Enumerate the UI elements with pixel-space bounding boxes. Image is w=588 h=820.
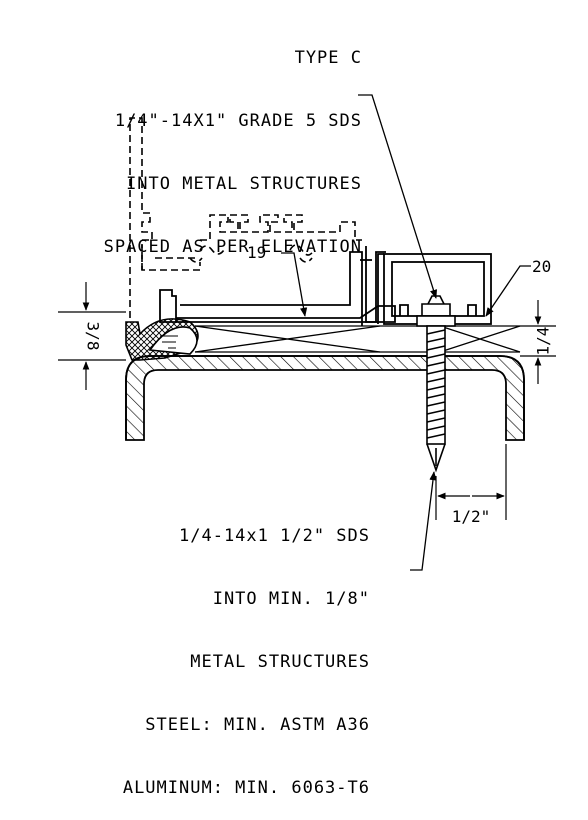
bottom-note-line-1: 1/4-14x1 1/2" SDS (179, 526, 370, 546)
top-note-line-3: INTO METAL STRUCTURES (126, 174, 362, 194)
base-extrusion-19 (159, 246, 396, 326)
top-note-line-4: SPACED AS PER ELEVATION (103, 237, 362, 257)
dimension-bottom-label: 1/2" (452, 507, 491, 526)
section-detail-drawing: 19 20 3/8 1/4 1/2" (58, 94, 556, 571)
bottom-note-line-5: ALUMINUM: MIN. 6063-T6 (122, 778, 370, 798)
dimension-left (58, 282, 126, 390)
bottom-note-line-4: STEEL: MIN. ASTM A36 (145, 715, 370, 735)
shim-space (194, 325, 521, 353)
bottom-note-line-2: INTO MIN. 1/8" (212, 589, 370, 609)
dimension-bottom (435, 444, 507, 520)
dimension-left-label: 3/8 (84, 322, 103, 351)
callout-19: 19 (247, 243, 266, 262)
dimension-right-label: 1/4 (534, 327, 553, 356)
dimension-right (520, 300, 556, 384)
metal-structure-tube (125, 355, 525, 441)
dashed-frame-extrusion (129, 117, 362, 318)
sealant-joint (125, 318, 199, 361)
top-note-line-1: TYPE C (294, 48, 362, 68)
sds-screw (416, 295, 456, 473)
callout-20: 20 (532, 257, 551, 276)
leader-lines (281, 94, 531, 571)
bottom-note-line-3: METAL STRUCTURES (190, 652, 370, 672)
top-note: TYPE C 1/4"-14X1" GRADE 5 SDS INTO METAL… (104, 6, 362, 279)
